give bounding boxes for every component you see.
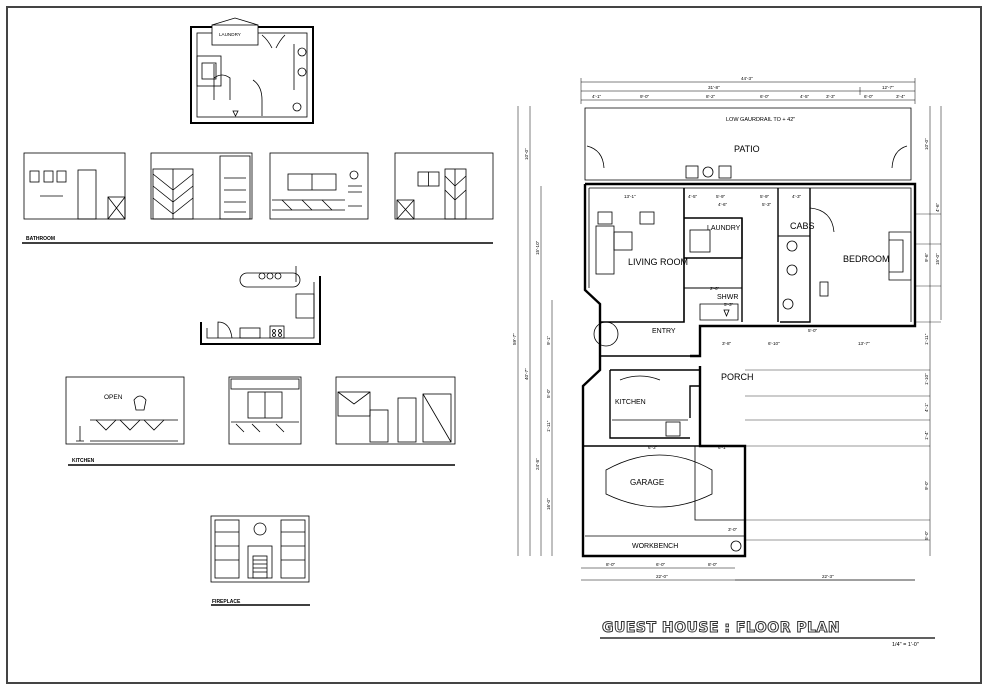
bedroom-label: BEDROOM — [843, 254, 890, 264]
dim-interior: 3'-8" — [722, 341, 732, 346]
dim-top-seg: 4'-5" — [800, 94, 810, 99]
dim-left-f: 1'-11" — [546, 420, 551, 432]
dim-bottom-right: 22'-3" — [822, 574, 834, 579]
dim-bottom-left: 22'-0" — [656, 574, 668, 579]
entry-label: ENTRY — [652, 328, 676, 335]
dim-right: 1'-11" — [924, 333, 929, 345]
dim-bottom-seg1: 8'-0" — [606, 562, 616, 567]
dim-interior: 5'-9" — [760, 194, 770, 199]
dim-right: 9'-0" — [924, 480, 929, 490]
kitchen-elevations — [65, 376, 456, 445]
dim-interior: 6'-1" — [718, 445, 728, 450]
scale-note: 1/4" = 1'-0" — [892, 642, 919, 648]
dim-left-lower: 24'-8" — [535, 458, 540, 470]
laundry-elevation-label: LAUNDRY — [219, 32, 241, 37]
dim-top-seg: 3'-3" — [826, 94, 836, 99]
dim-right: 9'-6" — [924, 252, 929, 262]
dim-left-overall: 59'-7" — [512, 333, 517, 345]
dim-left-b: 15'-10" — [535, 240, 540, 255]
dim-left-upper: 40'-7" — [524, 368, 529, 380]
fireplace-elevation — [210, 515, 310, 583]
dim-interior: 2'-6" — [710, 286, 720, 291]
dim-top-seg: 8'-2" — [706, 94, 716, 99]
dim-right: 1'-4" — [924, 430, 929, 440]
living-room-label: LIVING ROOM — [628, 257, 688, 267]
dim-interior: 5'-9" — [716, 194, 726, 199]
shower-label: SHWR — [717, 294, 738, 301]
dim-top-seg: 4'-1" — [592, 94, 602, 99]
dim-right: 5'-0" — [924, 530, 929, 540]
dim-right: 1'-10" — [924, 373, 929, 385]
bathroom-elevations — [23, 152, 494, 220]
guardrail-note: LOW GAURDRAIL TO + 42" — [726, 117, 795, 123]
dim-interior: 6'-10" — [768, 341, 780, 346]
drawing-title: GUEST HOUSE : FLOOR PLAN — [601, 620, 841, 637]
dim-top-right: 12'-7" — [882, 85, 894, 90]
dim-right: 10'-0" — [924, 138, 929, 150]
dim-interior: 5'-0" — [808, 328, 818, 333]
dim-right: 4'-6" — [935, 202, 940, 212]
bathroom-caption: BATHROOM — [26, 236, 55, 242]
dim-right: 15'-0" — [935, 253, 940, 265]
laundry-room-label: LAUNDRY — [707, 225, 741, 232]
dim-interior: 6'-3" — [648, 445, 658, 450]
dim-right: 4'-1" — [924, 402, 929, 412]
dim-top-seg: 3'-4" — [896, 94, 906, 99]
dim-left-d: 9'-1" — [546, 335, 551, 345]
patio-label: PATIO — [734, 144, 760, 154]
floor-plan — [517, 78, 942, 581]
dim-interior: 13'-1" — [624, 194, 636, 199]
dim-left-c: 16'-0" — [546, 498, 551, 510]
workbench-label: WORKBENCH — [632, 543, 678, 550]
kitchen-caption: KITCHEN — [72, 458, 95, 464]
dim-left-a: 10'-0" — [524, 148, 529, 160]
sheet-border — [6, 6, 982, 684]
kitchen-plan — [200, 266, 321, 345]
dim-interior: 5'-3" — [724, 302, 734, 307]
dim-top-overall: 44'-3" — [741, 76, 753, 81]
bathroom-plan — [190, 17, 314, 124]
dim-bottom-seg3: 8'-0" — [708, 562, 718, 567]
dim-interior: 4'-3" — [792, 194, 802, 199]
dim-top-seg: 6'-0" — [760, 94, 770, 99]
dim-top-left: 31'-8" — [708, 85, 720, 90]
dim-left-e: 5'-0" — [546, 388, 551, 398]
dim-interior: 4'-6" — [718, 202, 728, 207]
dim-top-seg: 6'-0" — [864, 94, 874, 99]
cabs-label: CABS — [790, 221, 815, 231]
dim-interior: 4'-5" — [688, 194, 698, 199]
dim-top-seg: 9'-0" — [640, 94, 650, 99]
dim-bottom-seg2: 6'-0" — [656, 562, 666, 567]
dim-interior: 3'-0" — [728, 527, 738, 532]
porch-label: PORCH — [721, 372, 754, 382]
garage-label: GARAGE — [630, 478, 664, 487]
dim-interior: 5'-3" — [762, 202, 772, 207]
kitchen-room-label: KITCHEN — [615, 399, 646, 406]
fireplace-caption: FIREPLACE — [212, 599, 241, 605]
dim-interior: 13'-7" — [858, 341, 870, 346]
open-elevation-label: OPEN — [104, 394, 123, 401]
